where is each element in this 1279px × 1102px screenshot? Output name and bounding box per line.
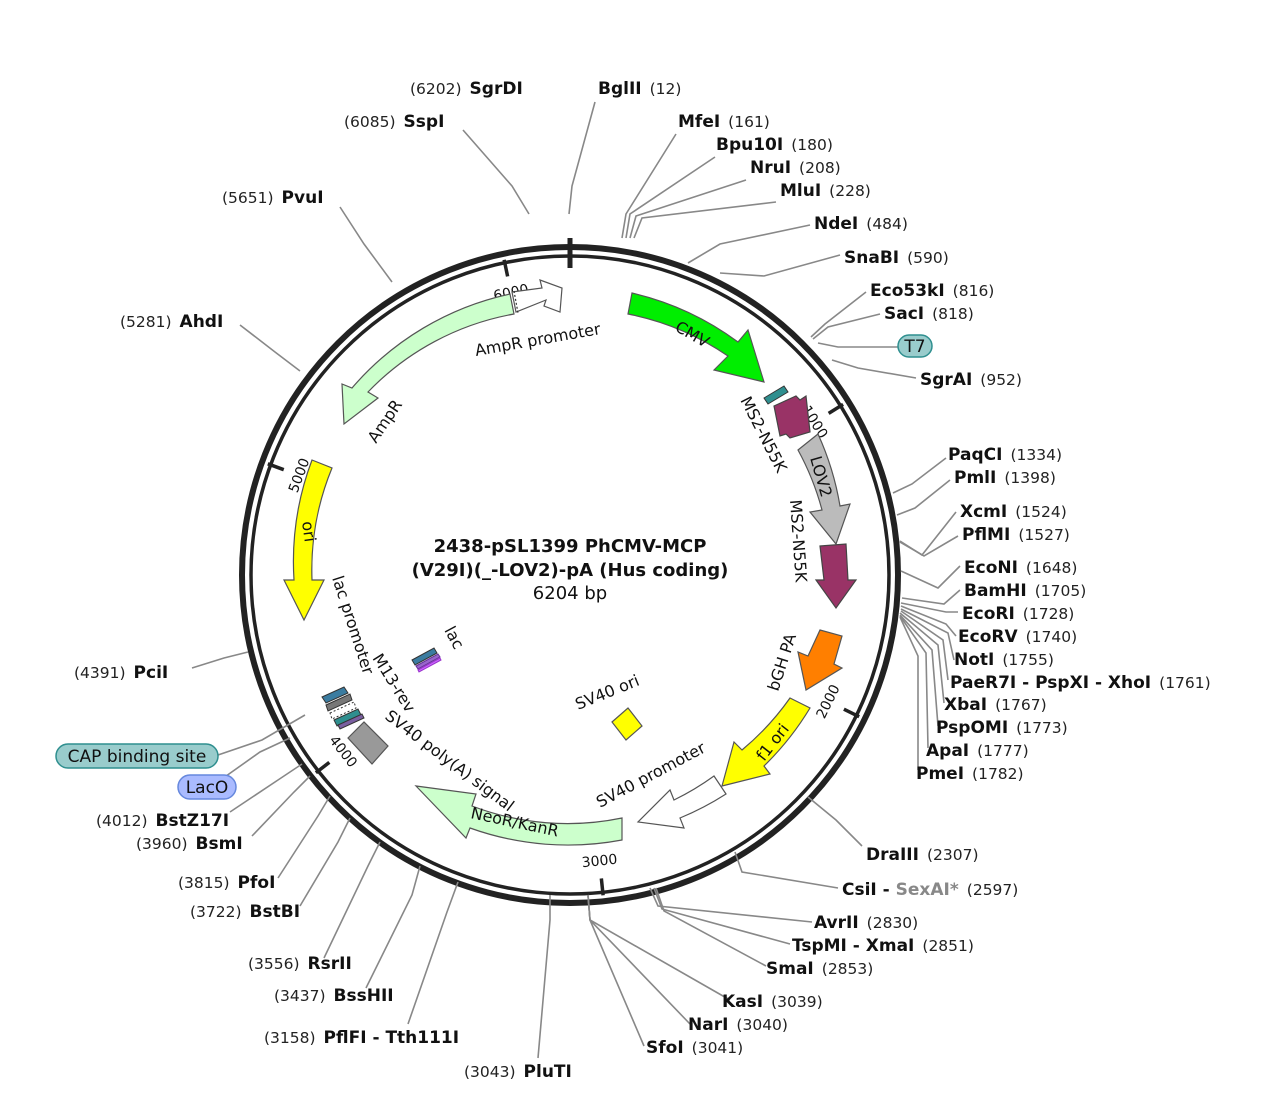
scale-tick-4000 — [314, 760, 331, 775]
site-ahdi[interactable]: (5281)AhdI — [120, 312, 223, 332]
site-snabi[interactable]: SnaBI(590) — [844, 248, 949, 268]
site-pspomi[interactable]: PspOMI(1773) — [936, 718, 1068, 738]
ampr-promoter-label: AmpR promoter — [473, 319, 602, 360]
site-bstbi[interactable]: (3722)BstBI — [190, 902, 300, 922]
site-ecori[interactable]: EcoRI(1728) — [962, 604, 1074, 624]
scale-tick-6000 — [502, 259, 510, 277]
site-sgrdi[interactable]: (6202)SgrDI — [410, 79, 523, 99]
ms2-n55k-feature-1[interactable] — [773, 394, 811, 439]
restriction-site-labels: (6202)SgrDI BglII(12) MfeI(161) Bpu10I(1… — [74, 79, 1211, 1082]
scale-tick-2000 — [843, 707, 860, 719]
ms2-tag-feature — [763, 385, 789, 405]
site-pflfi-tth111i[interactable]: (3158)PflFI - Tth111I — [264, 1028, 459, 1048]
site-sgrai[interactable]: SgrAI(952) — [920, 370, 1022, 390]
laco-badge[interactable]: LacO — [177, 774, 237, 800]
site-xbai[interactable]: XbaI(1767) — [944, 695, 1047, 715]
bgh-pa-label: bGH PA — [764, 631, 800, 693]
site-paer7i-pspxi-xhoi[interactable]: PaeR7I - PspXI - XhoI(1761) — [950, 673, 1211, 693]
site-apai[interactable]: ApaI(1777) — [926, 741, 1029, 761]
site-bamhi[interactable]: BamHI(1705) — [964, 581, 1086, 601]
sv40-ori-label: SV40 ori — [572, 671, 642, 714]
site-rsrii[interactable]: (3556)RsrII — [248, 954, 352, 974]
lov2-feature[interactable] — [797, 433, 851, 546]
site-ndei[interactable]: NdeI(484) — [814, 214, 908, 234]
site-ecorv[interactable]: EcoRV(1740) — [958, 627, 1077, 647]
site-bsshii[interactable]: (3437)BssHII — [274, 986, 394, 1006]
svg-text:CAP binding site: CAP binding site — [68, 747, 207, 767]
site-pmli[interactable]: PmlI(1398) — [954, 468, 1056, 488]
sv40-promoter-feature[interactable] — [636, 775, 727, 829]
f1-ori-feature[interactable] — [721, 697, 811, 787]
site-pvui[interactable]: (5651)PvuI — [222, 188, 324, 208]
svg-text:T7: T7 — [903, 337, 925, 357]
bgh-pa-feature[interactable] — [797, 629, 844, 691]
neor-kanr-feature[interactable] — [414, 785, 623, 846]
site-csii-sexai[interactable]: CsiI - SexAI*(2597) — [842, 880, 1018, 900]
sv40-polya-feature[interactable] — [347, 721, 389, 765]
site-saci[interactable]: SacI(818) — [884, 304, 974, 324]
site-tspmi-xmai[interactable]: TspMI - XmaI(2851) — [792, 936, 974, 956]
site-pluti[interactable]: (3043)PluTI — [464, 1062, 572, 1082]
features — [283, 279, 858, 846]
site-mlui[interactable]: MluI(228) — [780, 181, 871, 201]
plasmid-title-block: 2438-pSL1399 PhCMV-MCP (V29I)(_-LOV2)-pA… — [412, 536, 729, 604]
scale-label-3000: 3000 — [581, 852, 618, 872]
scale-tick-5000 — [267, 462, 285, 472]
plasmid-size: 6204 bp — [533, 583, 607, 604]
site-bsmi[interactable]: (3960)BsmI — [136, 834, 243, 854]
cap-binding-site-badge[interactable]: CAP binding site — [55, 743, 219, 769]
site-mfei[interactable]: MfeI(161) — [678, 112, 770, 132]
lac-promoter-label: lac promoter — [328, 573, 378, 677]
scale-label-2000: 2000 — [814, 682, 844, 721]
site-eco53ki[interactable]: Eco53kI(816) — [870, 281, 994, 301]
site-bglii[interactable]: BglII(12) — [598, 79, 681, 99]
site-bpu10i[interactable]: Bpu10I(180) — [716, 135, 833, 155]
site-xcmi[interactable]: XcmI(1524) — [960, 502, 1067, 522]
site-noti[interactable]: NotI(1755) — [954, 650, 1054, 670]
scale-tick-3000 — [599, 878, 605, 896]
ms2-n55k-label-2: MS2-N55K — [786, 499, 811, 583]
site-sspi[interactable]: (6085)SspI — [344, 112, 444, 132]
lac-label: lac — [440, 623, 468, 652]
site-pcii[interactable]: (4391)PciI — [74, 663, 168, 683]
site-nrui[interactable]: NruI(208) — [750, 158, 841, 178]
site-bstz17i[interactable]: (4012)BstZ17I — [96, 811, 229, 831]
ms2-n55k-feature-2[interactable] — [814, 543, 858, 610]
site-smai[interactable]: SmaI(2853) — [766, 959, 873, 979]
site-paqci[interactable]: PaqCI(1334) — [948, 445, 1062, 465]
site-avrii[interactable]: AvrII(2830) — [814, 913, 918, 933]
cmv-feature[interactable] — [627, 292, 765, 383]
plasmid-name-line1: 2438-pSL1399 PhCMV-MCP — [434, 536, 707, 557]
site-pfoi[interactable]: (3815)PfoI — [178, 873, 275, 893]
ampr-feature[interactable] — [341, 293, 515, 426]
site-pflmi[interactable]: PflMI(1527) — [962, 525, 1070, 545]
site-draiii[interactable]: DraIII(2307) — [866, 845, 979, 865]
ori-feature[interactable] — [283, 459, 333, 622]
t7-badge[interactable]: T7 — [897, 334, 933, 358]
scale-tick-1000 — [827, 402, 844, 415]
sv40-ori-feature[interactable] — [611, 707, 643, 741]
lac-cluster-feature — [321, 686, 365, 730]
plasmid-name-line2: (V29I)(_-LOV2)-pA (Hus coding) — [412, 560, 729, 581]
leader-lines — [191, 101, 961, 1059]
site-nari[interactable]: NarI(3040) — [688, 1015, 788, 1035]
site-kasi[interactable]: KasI(3039) — [722, 992, 823, 1012]
site-sfoi[interactable]: SfoI(3041) — [646, 1038, 743, 1058]
lac-feature[interactable] — [411, 647, 442, 673]
ampr-promoter-feature[interactable] — [511, 279, 563, 313]
ori-label: ori — [298, 520, 320, 543]
svg-text:LacO: LacO — [186, 778, 229, 798]
site-econi[interactable]: EcoNI(1648) — [964, 558, 1077, 578]
site-pmei[interactable]: PmeI(1782) — [916, 764, 1024, 784]
